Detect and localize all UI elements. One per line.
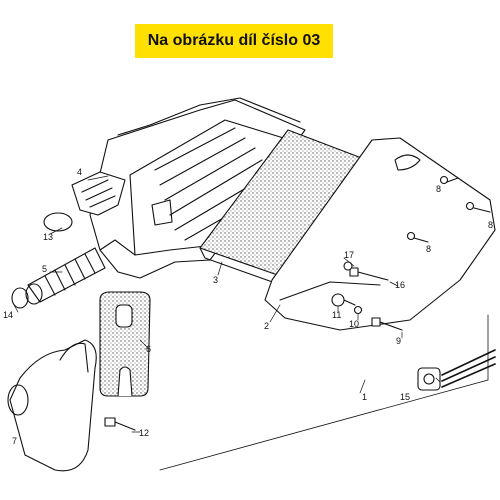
callout-11: 11 — [332, 310, 341, 320]
callout-5: 5 — [42, 264, 47, 274]
callout-9: 9 — [396, 336, 401, 346]
label-plate-15 — [417, 349, 496, 391]
callout-13: 13 — [43, 232, 53, 242]
callout-4: 4 — [77, 167, 82, 177]
callout-10: 10 — [349, 319, 359, 329]
intake-duct — [7, 339, 97, 472]
washer-10 — [353, 305, 363, 315]
intake-elbow — [71, 171, 126, 216]
callout-15: 15 — [400, 392, 410, 402]
banner-text: Na obrázku díl číslo 03 — [147, 32, 321, 49]
callout-8a: 8 — [436, 184, 441, 194]
screw-8c — [406, 231, 429, 243]
part-banner: Na obrázku díl číslo 03 — [135, 24, 333, 58]
callout-numbers: 1 2 3 4 5 6 7 8 8 8 9 10 11 12 13 14 15 … — [3, 167, 493, 446]
callout-17: 17 — [344, 250, 354, 260]
hose-clamp-14 — [11, 287, 29, 309]
corrugated-hose — [25, 247, 106, 305]
callout-7: 7 — [12, 436, 17, 446]
assembly-frame — [159, 314, 489, 471]
bolt-9 — [371, 317, 403, 331]
airbox-housing — [89, 97, 306, 279]
callout-2: 2 — [264, 321, 269, 331]
callout-6: 6 — [146, 344, 151, 354]
gasket-plate — [99, 291, 151, 397]
callout-1: 1 — [362, 392, 367, 402]
callout-12: 12 — [139, 428, 149, 438]
callout-16: 16 — [395, 280, 405, 290]
screw-8a — [439, 175, 459, 185]
callout-8c: 8 — [426, 244, 431, 254]
washer-17 — [343, 261, 353, 271]
airbox-cover — [264, 137, 496, 331]
hose-clamp-13 — [43, 212, 73, 232]
screw-8b — [465, 201, 491, 213]
callout-8b: 8 — [488, 220, 493, 230]
bolt-16 — [349, 267, 389, 281]
callout-3: 3 — [213, 275, 218, 285]
leader-lines — [13, 175, 441, 433]
bolt-12 — [104, 417, 136, 431]
callout-14: 14 — [3, 310, 13, 320]
